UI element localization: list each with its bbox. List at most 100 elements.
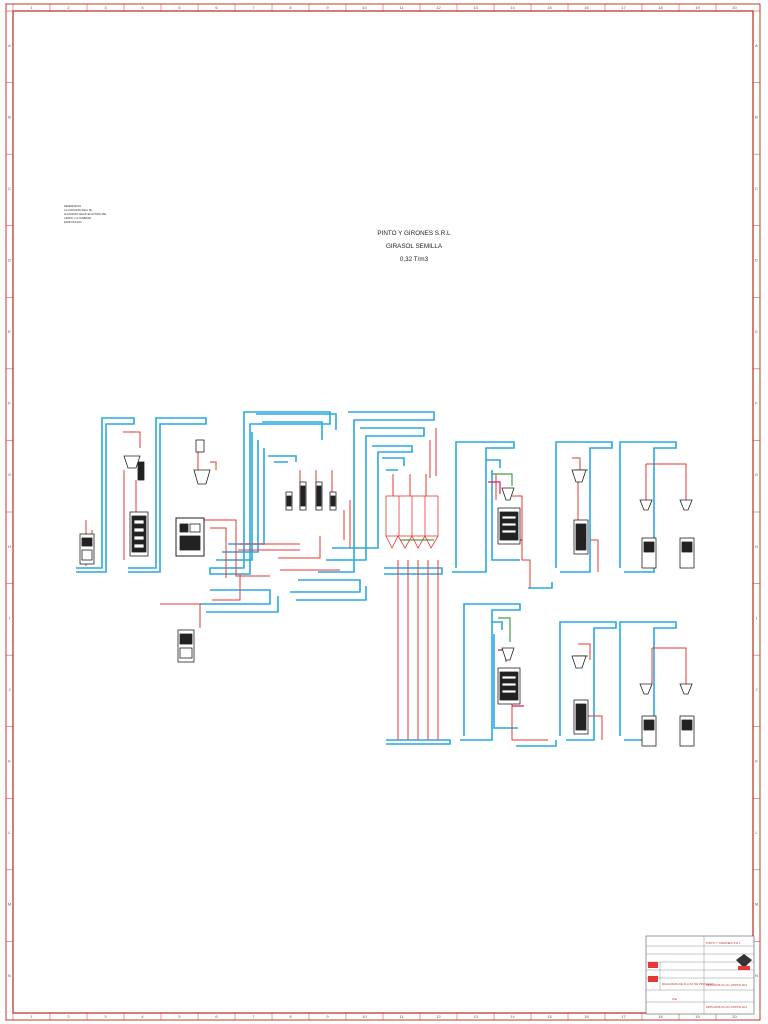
title-block-client: PINTO Y GIRONES S.R.L — [706, 941, 741, 945]
notes-block: REFERENCIAS LA CAPACIDAD REAL SE ALCANZA… — [64, 205, 107, 224]
grid-row-label: A — [755, 43, 758, 48]
equipment — [79, 439, 695, 747]
grid-column-label: 15 — [547, 1014, 552, 1019]
grid-column-label: 4 — [141, 5, 144, 10]
grid-column-label: 11 — [399, 1014, 404, 1019]
grid-row-label: C — [755, 186, 758, 191]
grid-column-label: 7 — [252, 5, 255, 10]
seed-cleaner-machine — [175, 517, 205, 557]
flow-lines — [85, 428, 687, 741]
note-line-4: GRANO Y LA HUMEDAD — [64, 217, 91, 220]
title-density: 0,32 T/m3 — [400, 256, 429, 263]
grid-column-label: 7 — [252, 1014, 255, 1019]
loading-trucks — [641, 537, 695, 747]
title-block-subtitle: DIAGRAMA DE FLUJO DE PROCESO — [662, 982, 715, 986]
company-logo-icon — [736, 954, 752, 970]
grid-column-label: 3 — [104, 1014, 107, 1019]
grid-column-label: 12 — [436, 5, 441, 10]
grid-column-label: 9 — [326, 5, 329, 10]
sheet-frame — [5, 3, 761, 1021]
grid-row-label: J — [9, 687, 11, 692]
dryer-1 — [497, 487, 521, 545]
truck-reception-1 — [79, 533, 95, 565]
grid-row-label: L — [755, 830, 758, 835]
grid-column-label: 2 — [67, 5, 70, 10]
grid-row-label: M — [8, 902, 11, 907]
grid-column-label: 19 — [695, 1014, 700, 1019]
grid-row-label: I — [9, 615, 10, 620]
grid-row-label: F — [755, 401, 758, 406]
grid-column-label: 6 — [215, 5, 218, 10]
grid-row-label: G — [8, 472, 11, 477]
grid-column-label: 17 — [621, 1014, 626, 1019]
grid-row-label: A — [8, 43, 11, 48]
grid-column-label: 18 — [658, 5, 663, 10]
grid-row-label: J — [756, 687, 758, 692]
grid-row-label: K — [755, 759, 758, 764]
truck-loading-1 — [177, 629, 195, 663]
title-block-code-1: 0205-0045-PC-01-UPPFD-001 — [706, 983, 747, 987]
grid-column-label: 1 — [30, 5, 33, 10]
grid-row-label: N — [755, 973, 758, 978]
grid-column-label: 15 — [547, 5, 552, 10]
grid-column-label: 14 — [510, 5, 515, 10]
grid-column-label: 11 — [399, 5, 404, 10]
title-block-scale: S/E — [672, 997, 677, 1001]
grid-row-label: C — [8, 186, 11, 191]
grid-row-label: D — [755, 258, 758, 263]
seed-treater-2 — [571, 655, 589, 735]
grid-column-label: 12 — [436, 1014, 441, 1019]
grid-column-label: 9 — [326, 1014, 329, 1019]
grid-column-label: 20 — [732, 5, 737, 10]
title-company: PINTO Y GIRONES S.R.L — [377, 230, 451, 237]
grid-row-label: E — [8, 329, 11, 334]
note-line-2: LA CAPACIDAD REAL SE — [64, 209, 92, 212]
grid-row-label: H — [755, 544, 758, 549]
title-product: GIRASOL SEMILLA — [386, 243, 443, 250]
grid-column-label: 20 — [732, 1014, 737, 1019]
title-block-code-2: 0205-0045-PC-01-UPPFD-001 — [706, 1005, 747, 1009]
drawing-title: PINTO Y GIRONES S.R.L GIRASOL SEMILLA 0,… — [377, 230, 451, 263]
hopper-2 — [193, 439, 211, 485]
conveyor-lines — [76, 411, 677, 747]
grid-row-label: E — [755, 329, 758, 334]
grid-row-label: M — [755, 902, 758, 907]
grid-row-label: B — [8, 114, 11, 119]
grid-reference-marks: 1122334455667788991010111112121313141415… — [6, 4, 760, 1020]
note-line-1: REFERENCIAS — [64, 205, 81, 208]
pre-cleaner-machine — [129, 461, 149, 557]
grid-row-label: D — [8, 258, 11, 263]
grid-column-label: 6 — [215, 1014, 218, 1019]
grid-column-label: 10 — [362, 5, 367, 10]
note-line-5: ESPECIFICADA — [64, 221, 82, 224]
grid-column-label: 8 — [289, 5, 292, 10]
grid-row-label: B — [755, 114, 758, 119]
grid-column-label: 18 — [658, 1014, 663, 1019]
grid-column-label: 14 — [510, 1014, 515, 1019]
grid-column-label: 13 — [473, 5, 478, 10]
seed-treater-1 — [571, 469, 589, 555]
dryer-2 — [497, 647, 521, 705]
grid-column-label: 10 — [362, 1014, 367, 1019]
grid-row-label: H — [8, 544, 11, 549]
grid-column-label: 8 — [289, 1014, 292, 1019]
grid-column-label: 5 — [178, 1014, 181, 1019]
grid-column-label: 19 — [695, 5, 700, 10]
grid-row-label: I — [756, 615, 757, 620]
grid-column-label: 17 — [621, 5, 626, 10]
grid-column-label: 1 — [30, 1014, 33, 1019]
grid-column-label: 5 — [178, 5, 181, 10]
grid-column-label: 16 — [584, 5, 589, 10]
grid-column-label: 2 — [67, 1014, 70, 1019]
grid-row-label: K — [8, 759, 11, 764]
note-line-3: ALCANZARA SEGUN EL ESTADO DEL — [64, 213, 107, 216]
grid-row-label: F — [8, 401, 11, 406]
small-separators — [285, 481, 337, 511]
grid-column-label: 16 — [584, 1014, 589, 1019]
hopper-1 — [123, 455, 141, 469]
grid-column-label: 13 — [473, 1014, 478, 1019]
grid-row-label: G — [755, 472, 758, 477]
grid-column-label: 3 — [104, 5, 107, 10]
bagging-hoppers — [639, 499, 693, 695]
